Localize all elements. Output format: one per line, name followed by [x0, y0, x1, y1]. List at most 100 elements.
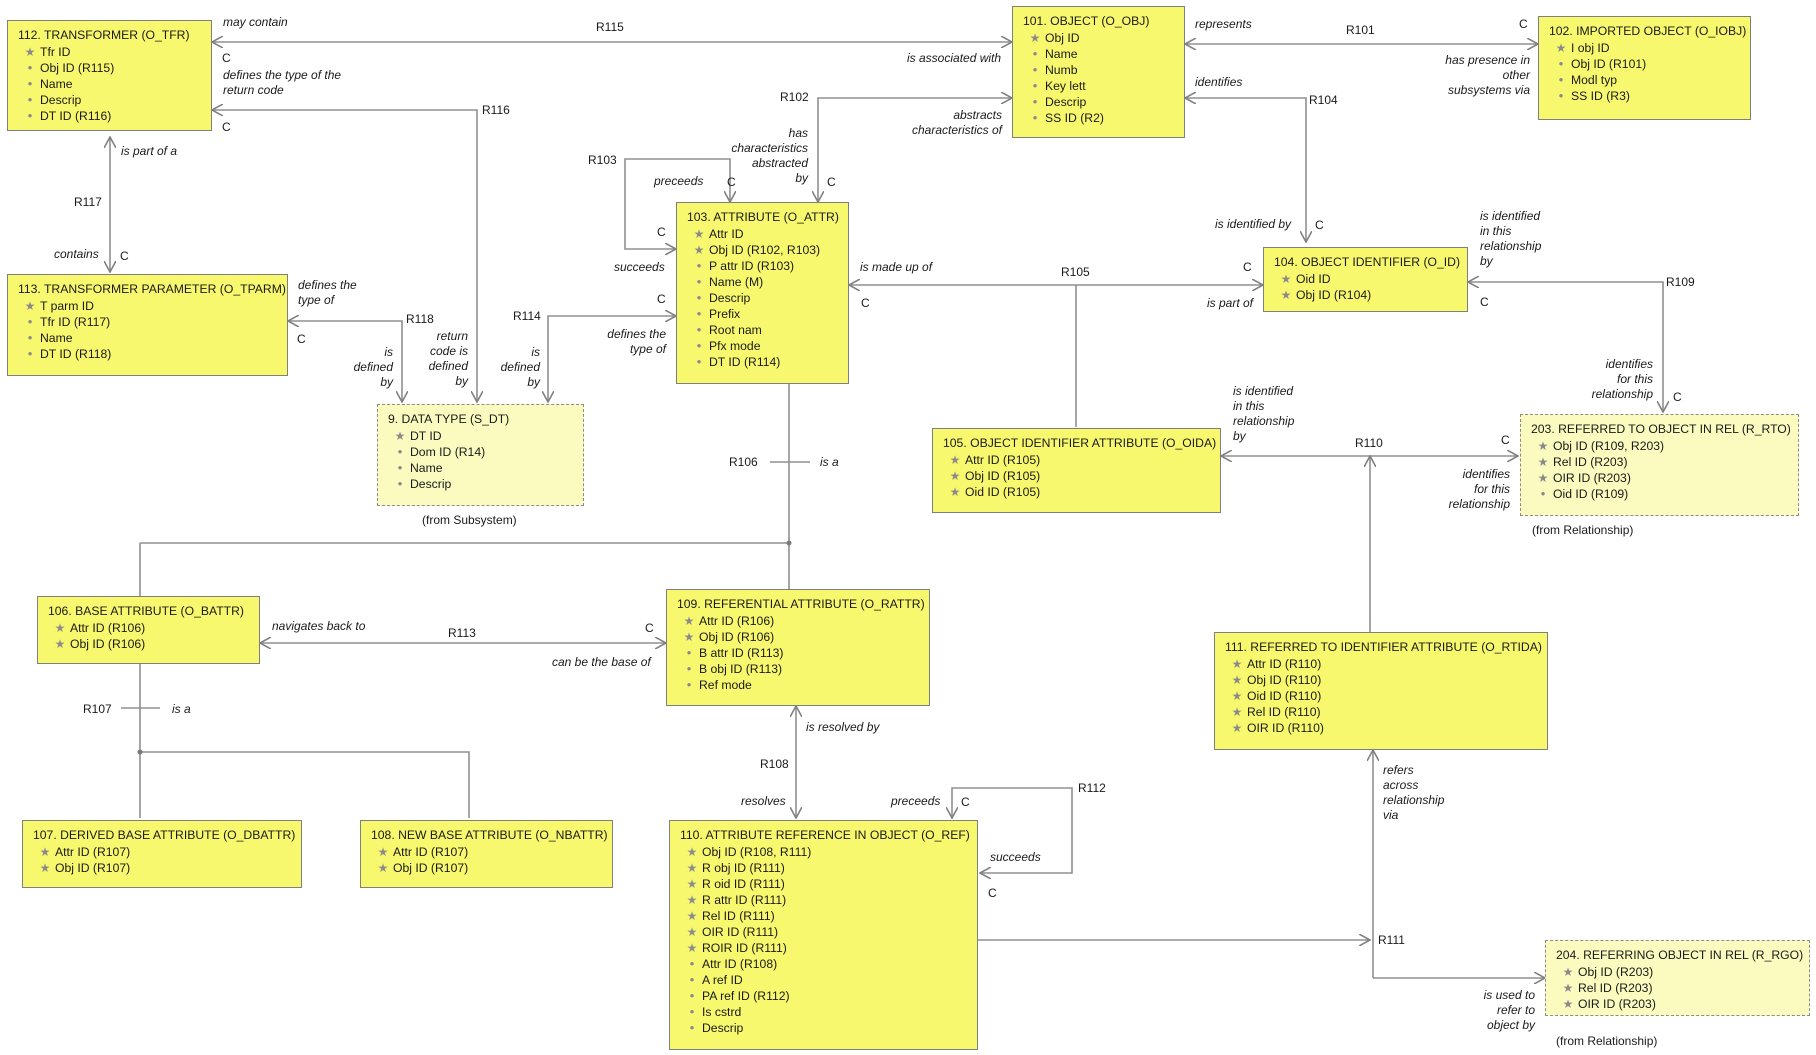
attribute-text: OIR ID (R111): [702, 925, 779, 939]
attribute-row: •Descrip: [18, 92, 201, 108]
attribute-row: ★Attr ID (R107): [371, 844, 602, 860]
attribute-row: •Descrip: [687, 290, 838, 306]
attribute-text: Obj ID (R203): [1578, 965, 1654, 979]
attribute-row: ★Rel ID (R203): [1556, 980, 1799, 996]
attribute-bullet-icon: •: [27, 92, 33, 107]
attribute-text: Obj ID (R110): [1247, 673, 1322, 687]
object-class[interactable]: 101. OBJECT (O_OBJ)★Obj ID•Name•Numb•Key…: [1012, 6, 1185, 138]
identifier-star-icon: ★: [1231, 689, 1243, 703]
attribute-bullet-icon: •: [27, 346, 33, 361]
attribute-text: Dom ID (R14): [410, 445, 486, 459]
object-identifier-class[interactable]: 104. OBJECT IDENTIFIER (O_ID)★Oid ID★Obj…: [1263, 247, 1468, 312]
attribute-row: •P attr ID (R103): [687, 258, 838, 274]
mult-c: C: [961, 795, 970, 809]
referring-object-in-rel-class[interactable]: 204. REFERRING OBJECT IN REL (R_RGO)★Obj…: [1545, 940, 1810, 1016]
r104-line: [1185, 98, 1306, 242]
attribute-text: DT ID: [410, 429, 442, 443]
role-is-identified-in-this-relationship-by-oida: is identified in this relationship by: [1233, 384, 1295, 443]
attribute-row: •DT ID (R118): [18, 346, 277, 362]
rel-r108: R108: [760, 757, 789, 771]
attribute-bullet-icon: •: [27, 108, 33, 123]
attribute-bullet-icon: •: [1032, 46, 1038, 61]
r103-line: [624, 158, 730, 249]
attribute-row: •Pfx mode: [687, 338, 838, 354]
attribute-text: DT ID (R116): [40, 109, 112, 123]
attribute-row: ★Obj ID (R107): [33, 860, 291, 876]
attribute-text: Obj ID (R104): [1296, 288, 1372, 302]
identifier-star-icon: ★: [24, 45, 36, 59]
role-is-resolved-by: is resolved by: [806, 720, 880, 734]
attribute-row: •Name (M): [687, 274, 838, 290]
attribute-reference-in-object-class[interactable]: 110. ATTRIBUTE REFERENCE IN OBJECT (O_RE…: [669, 820, 978, 1050]
attribute-text: A ref ID: [702, 973, 743, 987]
attribute-row: ★Attr ID: [687, 226, 838, 242]
mult-c: C: [297, 332, 306, 346]
role-is-part-of: is part of: [1207, 296, 1254, 310]
rel-r114: R114: [513, 309, 541, 323]
attribute-row: •Oid ID (R109): [1531, 486, 1788, 502]
attribute-row: •Ref mode: [677, 677, 919, 693]
attribute-text: Descrip: [709, 291, 751, 305]
rel-r105: R105: [1061, 265, 1090, 279]
attribute-row: ★I obj ID: [1549, 40, 1740, 56]
attribute-text: Name (M): [709, 275, 764, 289]
role-has-characteristics-abstracted-by: has characteristics abstracted by: [731, 126, 808, 185]
identifier-star-icon: ★: [693, 243, 705, 257]
attribute-row: ★Oid ID: [1274, 271, 1457, 287]
attribute-text: B obj ID (R113): [699, 662, 783, 676]
rel-r103: R103: [588, 153, 617, 167]
role-identifies-for-this-relationship-rto: identifies for this relationship: [1448, 467, 1510, 511]
object-identifier-attribute-class[interactable]: 105. OBJECT IDENTIFIER ATTRIBUTE (O_OIDA…: [932, 428, 1221, 513]
attribute-row: •Prefix: [687, 306, 838, 322]
mult-c: C: [727, 175, 736, 189]
attribute-row: •SS ID (R3): [1549, 88, 1740, 104]
new-base-attribute-class[interactable]: 108. NEW BASE ATTRIBUTE (O_NBATTR)★Attr …: [360, 820, 613, 888]
attribute-row: ★Oid ID (R110): [1225, 688, 1537, 704]
attribute-text: Descrip: [702, 1021, 744, 1035]
attribute-text: OIR ID (R203): [1553, 471, 1631, 485]
attribute-text: Oid ID (R105): [965, 485, 1041, 499]
role-is-a: is a: [820, 455, 839, 469]
attribute-text: Root nam: [709, 323, 762, 337]
referred-to-identifier-attribute-class[interactable]: 111. REFERRED TO IDENTIFIER ATTRIBUTE (O…: [1214, 632, 1548, 750]
attribute-row: •Numb: [1023, 62, 1174, 78]
attribute-text: Rel ID (R110): [1247, 705, 1321, 719]
class-title: 104. OBJECT IDENTIFIER (O_ID): [1274, 255, 1461, 269]
attribute-text: Attr ID (R105): [965, 453, 1041, 467]
attribute-text: Numb: [1045, 63, 1078, 77]
attribute-text: Obj ID (R106): [70, 637, 146, 651]
attribute-text: R attr ID (R111): [702, 893, 787, 907]
data-type-class[interactable]: 9. DATA TYPE (S_DT)★DT ID•Dom ID (R14)•N…: [377, 404, 584, 506]
rel-r115: R115: [596, 20, 624, 34]
attribute-text: Attr ID (R106): [70, 621, 146, 635]
attribute-row: ★Attr ID (R106): [677, 613, 919, 629]
transformer-class[interactable]: 112. TRANSFORMER (O_TFR)★Tfr ID•Obj ID (…: [7, 20, 212, 131]
r116-line: [212, 110, 477, 402]
referential-attribute-class[interactable]: 109. REFERENTIAL ATTRIBUTE (O_RATTR) ★Att…: [666, 589, 930, 706]
class-title: 109. REFERENTIAL ATTRIBUTE (O_RATTR): [677, 597, 925, 611]
attribute-bullet-icon: •: [689, 1004, 695, 1019]
imported-object-class[interactable]: 102. IMPORTED OBJECT (O_IOBJ)★I obj ID•O…: [1538, 16, 1751, 120]
transformer-parameter-class[interactable]: 113. TRANSFORMER PARAMETER (O_TPARM)★T p…: [7, 274, 288, 376]
role-is-associated-with: is associated with: [907, 51, 1002, 65]
mult-c: C: [827, 175, 836, 189]
attribute-row: •Name: [18, 330, 277, 346]
attribute-class[interactable]: 103. ATTRIBUTE (O_ATTR)★Attr ID★Obj ID (…: [676, 202, 849, 384]
attribute-text: P attr ID (R103): [709, 259, 795, 273]
attribute-row: ★Rel ID (R203): [1531, 454, 1788, 470]
attribute-row: ★Obj ID (R109, R203): [1531, 438, 1788, 454]
mult-c: C: [1315, 218, 1324, 232]
r114-line: [548, 316, 676, 402]
base-attribute-class[interactable]: 106. BASE ATTRIBUTE (O_BATTR)★Attr ID (R…: [37, 596, 260, 664]
attribute-row: ★Obj ID (R108, R111): [680, 844, 967, 860]
identifier-star-icon: ★: [54, 621, 66, 635]
identifier-star-icon: ★: [686, 893, 698, 907]
referred-to-object-in-rel-class[interactable]: 203. REFERRED TO OBJECT IN REL (R_RTO)★O…: [1520, 414, 1799, 516]
attribute-bullet-icon: •: [689, 988, 695, 1003]
attribute-bullet-icon: •: [397, 460, 403, 475]
mult-c: C: [1501, 433, 1510, 447]
attribute-text: DT ID (R114): [709, 355, 781, 369]
derived-base-attribute-class[interactable]: 107. DERIVED BASE ATTRIBUTE (O_DBATTR)★A…: [22, 820, 302, 888]
attribute-text: Obj ID (R105): [965, 469, 1041, 483]
